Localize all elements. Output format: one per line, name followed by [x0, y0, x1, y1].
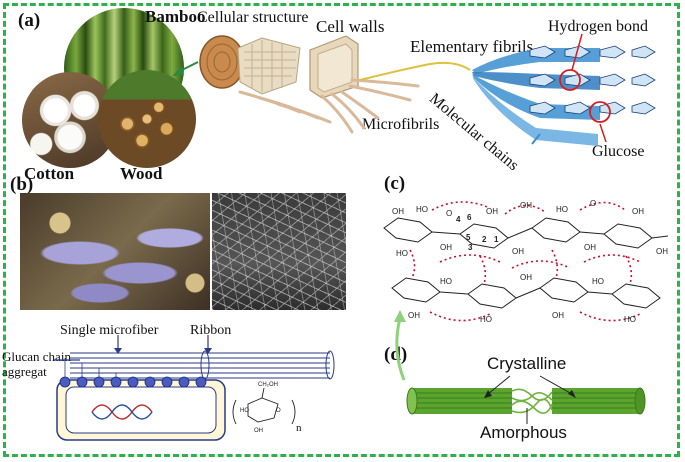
panel-a-label: (a)	[18, 10, 41, 31]
svg-text:O: O	[276, 408, 281, 414]
cellular-structure-graphic	[237, 37, 301, 95]
svg-text:HO: HO	[592, 277, 604, 286]
molecular-chains-graphic	[472, 33, 656, 146]
cotton-label: Cotton	[24, 164, 75, 183]
crystalline-fiber-bundle	[406, 387, 646, 415]
cell-walls-graphic	[309, 35, 359, 99]
pore-dots	[59, 376, 207, 388]
hydrogen-bond-dots	[409, 201, 641, 322]
hydrogen-bond-label: Hydrogen bond	[548, 18, 648, 35]
svg-text:3: 3	[468, 243, 473, 252]
bamboo-label: Bamboo	[145, 7, 206, 26]
panel-b-label: (b)	[10, 174, 34, 195]
ribbon-label: Ribbon	[190, 323, 232, 338]
svg-text:2: 2	[482, 235, 487, 244]
cell-walls-label: Cell walls	[316, 17, 385, 36]
cellular-structure-label: Cellular structure	[197, 9, 309, 26]
glucose-label: Glucose	[592, 143, 645, 160]
svg-text:O: O	[446, 209, 452, 218]
svg-text:OH: OH	[552, 311, 564, 320]
svg-text:OH: OH	[520, 273, 532, 282]
formula-subscript-n: n	[296, 422, 302, 434]
svg-text:HO: HO	[480, 315, 492, 324]
svg-text:HO: HO	[416, 205, 428, 214]
svg-text:OH: OH	[440, 243, 452, 252]
svg-text:HO: HO	[440, 277, 452, 286]
svg-text:OH: OH	[520, 201, 532, 210]
svg-text:OH: OH	[512, 247, 524, 256]
elementary-fibrils-label: Elementary fibrils	[410, 37, 534, 56]
svg-text:1: 1	[494, 235, 499, 244]
svg-text:OH: OH	[254, 428, 263, 434]
svg-text:OH: OH	[392, 207, 404, 216]
svg-text:OH: OH	[486, 207, 498, 216]
panel-d-label: (d)	[384, 344, 408, 365]
panel-c-label: (c)	[384, 173, 406, 194]
microfibrils-label: Microfibrils	[362, 116, 440, 133]
svg-text:OH: OH	[632, 207, 644, 216]
svg-text:HO: HO	[240, 408, 249, 414]
svg-text:5: 5	[466, 233, 471, 242]
glucose-formula-icon	[232, 387, 296, 425]
svg-text:HO: HO	[556, 205, 568, 214]
single-microfiber-label: Single microfiber	[60, 323, 159, 338]
microfibril-strands	[238, 78, 420, 134]
dna-helix-icon	[91, 404, 153, 420]
svg-text:O: O	[590, 199, 596, 208]
wood-photo	[98, 70, 196, 168]
svg-text:4: 4	[456, 215, 461, 224]
svg-text:OH: OH	[584, 243, 596, 252]
svg-text:CH₂OH: CH₂OH	[258, 382, 278, 388]
glucan-chain-label: Glucan chain aggregat	[2, 349, 71, 379]
bacteria-sem-photo	[20, 193, 210, 310]
dashed-border-frame	[3, 3, 680, 457]
svg-text:6: 6	[467, 213, 472, 222]
crystalline-label: Crystalline	[487, 354, 567, 373]
cellulose-fiber-sem-photo	[212, 193, 346, 310]
svg-text:HO: HO	[396, 249, 408, 258]
svg-text:HO: HO	[624, 315, 636, 324]
wood-disk-icon	[199, 35, 245, 89]
amorphous-label: Amorphous	[480, 423, 567, 442]
svg-text:OH: OH	[656, 247, 668, 256]
svg-text:OH: OH	[408, 311, 420, 320]
amorphous-region	[511, 388, 553, 414]
wood-label: Wood	[120, 164, 163, 183]
